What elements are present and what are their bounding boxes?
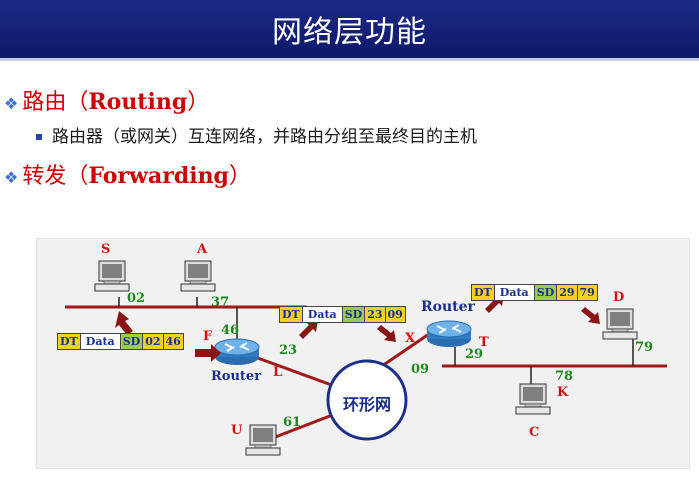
routing-cn: 路由（ xyxy=(22,90,89,115)
diamond-bullet-icon: ❖ xyxy=(4,94,19,113)
packet-field: 09 xyxy=(385,307,405,322)
routing-desc-text: 路由器（或网关）互连网络，并路由分组至最终目的主机 xyxy=(52,127,477,147)
host-k-label: K xyxy=(557,385,569,400)
left-router-icon xyxy=(214,338,260,366)
page-title: 网络层功能 xyxy=(272,15,427,50)
arrow-icon xyxy=(115,311,133,335)
packet-field: 23 xyxy=(365,307,386,322)
title-bar: 网络层功能 xyxy=(0,0,699,58)
packet-3: DT Data SD 29 79 xyxy=(471,284,598,301)
router-right-label: Router xyxy=(421,299,475,315)
forwarding-en: Forwarding xyxy=(88,163,229,189)
right-router-icon xyxy=(426,320,472,348)
host-c-label: C xyxy=(529,425,540,440)
link-left-router-ring xyxy=(254,355,338,389)
packet-field: DT xyxy=(472,285,495,300)
diamond-bullet-icon: ❖ xyxy=(4,168,19,187)
network-diagram: DT Data SD 02 46 DT Data SD 23 09 DT Dat… xyxy=(36,238,690,469)
addr-02: 02 xyxy=(127,291,146,306)
addr-29: 29 xyxy=(465,347,484,362)
square-bullet-icon xyxy=(36,134,42,140)
link-right-router-ring xyxy=(381,332,430,368)
bullet-routing: ❖路由（Routing） xyxy=(4,84,209,116)
packet-field: 46 xyxy=(163,334,183,349)
addr-37: 37 xyxy=(211,295,230,310)
packet-2: DT Data SD 23 09 xyxy=(279,306,406,323)
arrow-icon xyxy=(581,307,600,324)
addr-78: 78 xyxy=(555,369,574,384)
forwarding-close: ） xyxy=(228,164,251,189)
ring-network xyxy=(326,359,408,441)
packet-field: 79 xyxy=(577,285,597,300)
iface-x-label: X xyxy=(405,331,416,346)
title-divider xyxy=(0,58,699,61)
arrow-icon xyxy=(299,320,318,339)
arrow-icon xyxy=(377,325,396,342)
host-s-icon xyxy=(94,260,130,292)
packet-field: DT xyxy=(58,334,81,349)
router-left-label: Router xyxy=(211,369,262,384)
packet-field: SD xyxy=(342,307,366,322)
host-d-icon xyxy=(602,308,638,340)
bullet-forwarding: ❖转发（Forwarding） xyxy=(4,158,251,190)
host-a-icon xyxy=(180,260,216,292)
packet-field: SD xyxy=(120,334,144,349)
iface-t-label: T xyxy=(479,335,489,350)
host-d-label: D xyxy=(613,290,625,305)
iface-f-label: F xyxy=(203,329,213,344)
arrow-icon xyxy=(195,344,221,362)
ring-label: 环形网 xyxy=(343,395,392,414)
host-u-label: U xyxy=(231,423,243,438)
packet-field: DT xyxy=(280,307,303,322)
iface-l-label: L xyxy=(273,365,283,380)
packet-field: Data xyxy=(494,285,535,300)
addr-79: 79 xyxy=(635,340,654,355)
packet-field: 29 xyxy=(557,285,578,300)
routing-en: Routing xyxy=(88,89,188,115)
packet-field: 02 xyxy=(143,334,164,349)
routing-close: ） xyxy=(187,90,210,115)
packet-1: DT Data SD 02 46 xyxy=(57,333,184,350)
forwarding-cn: 转发（ xyxy=(22,164,89,189)
addr-09: 09 xyxy=(411,362,430,377)
host-u-icon xyxy=(245,424,281,456)
host-c-icon xyxy=(515,383,551,415)
addr-46: 46 xyxy=(221,323,240,338)
diagram-drawing xyxy=(65,260,667,456)
packet-field: Data xyxy=(80,334,121,349)
packet-field: Data xyxy=(302,307,343,322)
addr-61: 61 xyxy=(283,415,302,430)
addr-23: 23 xyxy=(279,343,298,358)
bullet-routing-desc: 路由器（或网关）互连网络，并路由分组至最终目的主机 xyxy=(36,122,477,147)
packet-field: SD xyxy=(534,285,558,300)
host-a-label: A xyxy=(197,242,208,257)
host-s-label: S xyxy=(101,242,111,257)
link-ring-host-u xyxy=(264,412,336,443)
